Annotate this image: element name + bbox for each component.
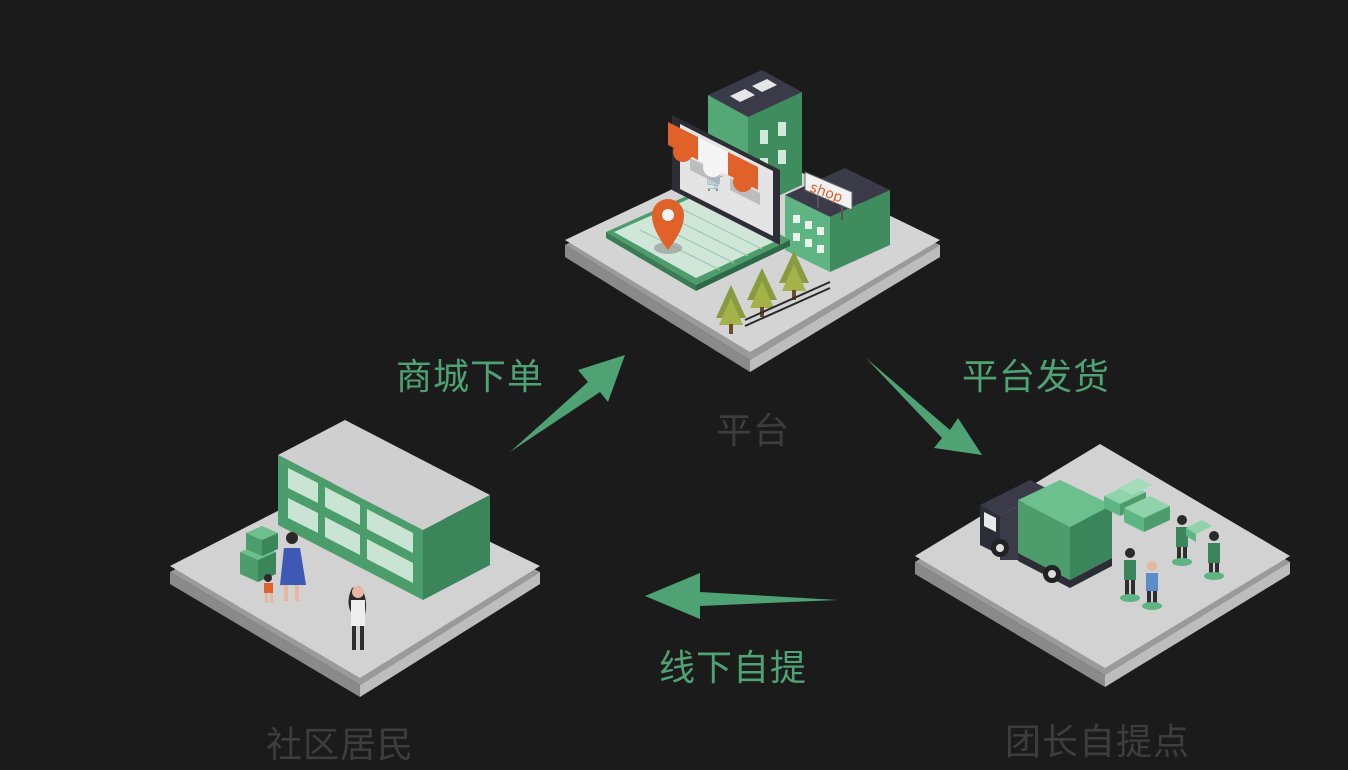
node-resident-label: 社区居民 [266, 725, 415, 766]
arrow-ship-icon [866, 358, 982, 455]
truck-icon [980, 480, 1112, 588]
package-icon [240, 526, 278, 582]
person-icon [348, 586, 367, 650]
node-platform-label: 平台 [716, 411, 791, 452]
step-order-label: 商城下单 [396, 357, 545, 398]
platform-scene: shop 🛒 [565, 70, 940, 372]
person-icon [1120, 548, 1162, 610]
package-icon [1104, 478, 1170, 532]
step-pickup-label: 线下自提 [659, 648, 808, 689]
arrow-pickup-icon [645, 573, 838, 619]
step-ship-label: 平台发货 [962, 357, 1111, 398]
resident-scene [170, 420, 540, 697]
person-icon [1172, 515, 1224, 580]
person-icon [264, 532, 306, 603]
arrow-order-icon [510, 355, 625, 452]
cart-icon: 🛒 [706, 175, 723, 192]
pickup-point-scene [915, 444, 1290, 687]
node-leader-label: 团长自提点 [1005, 722, 1191, 763]
awning [668, 122, 758, 192]
location-pin-icon [652, 199, 684, 254]
